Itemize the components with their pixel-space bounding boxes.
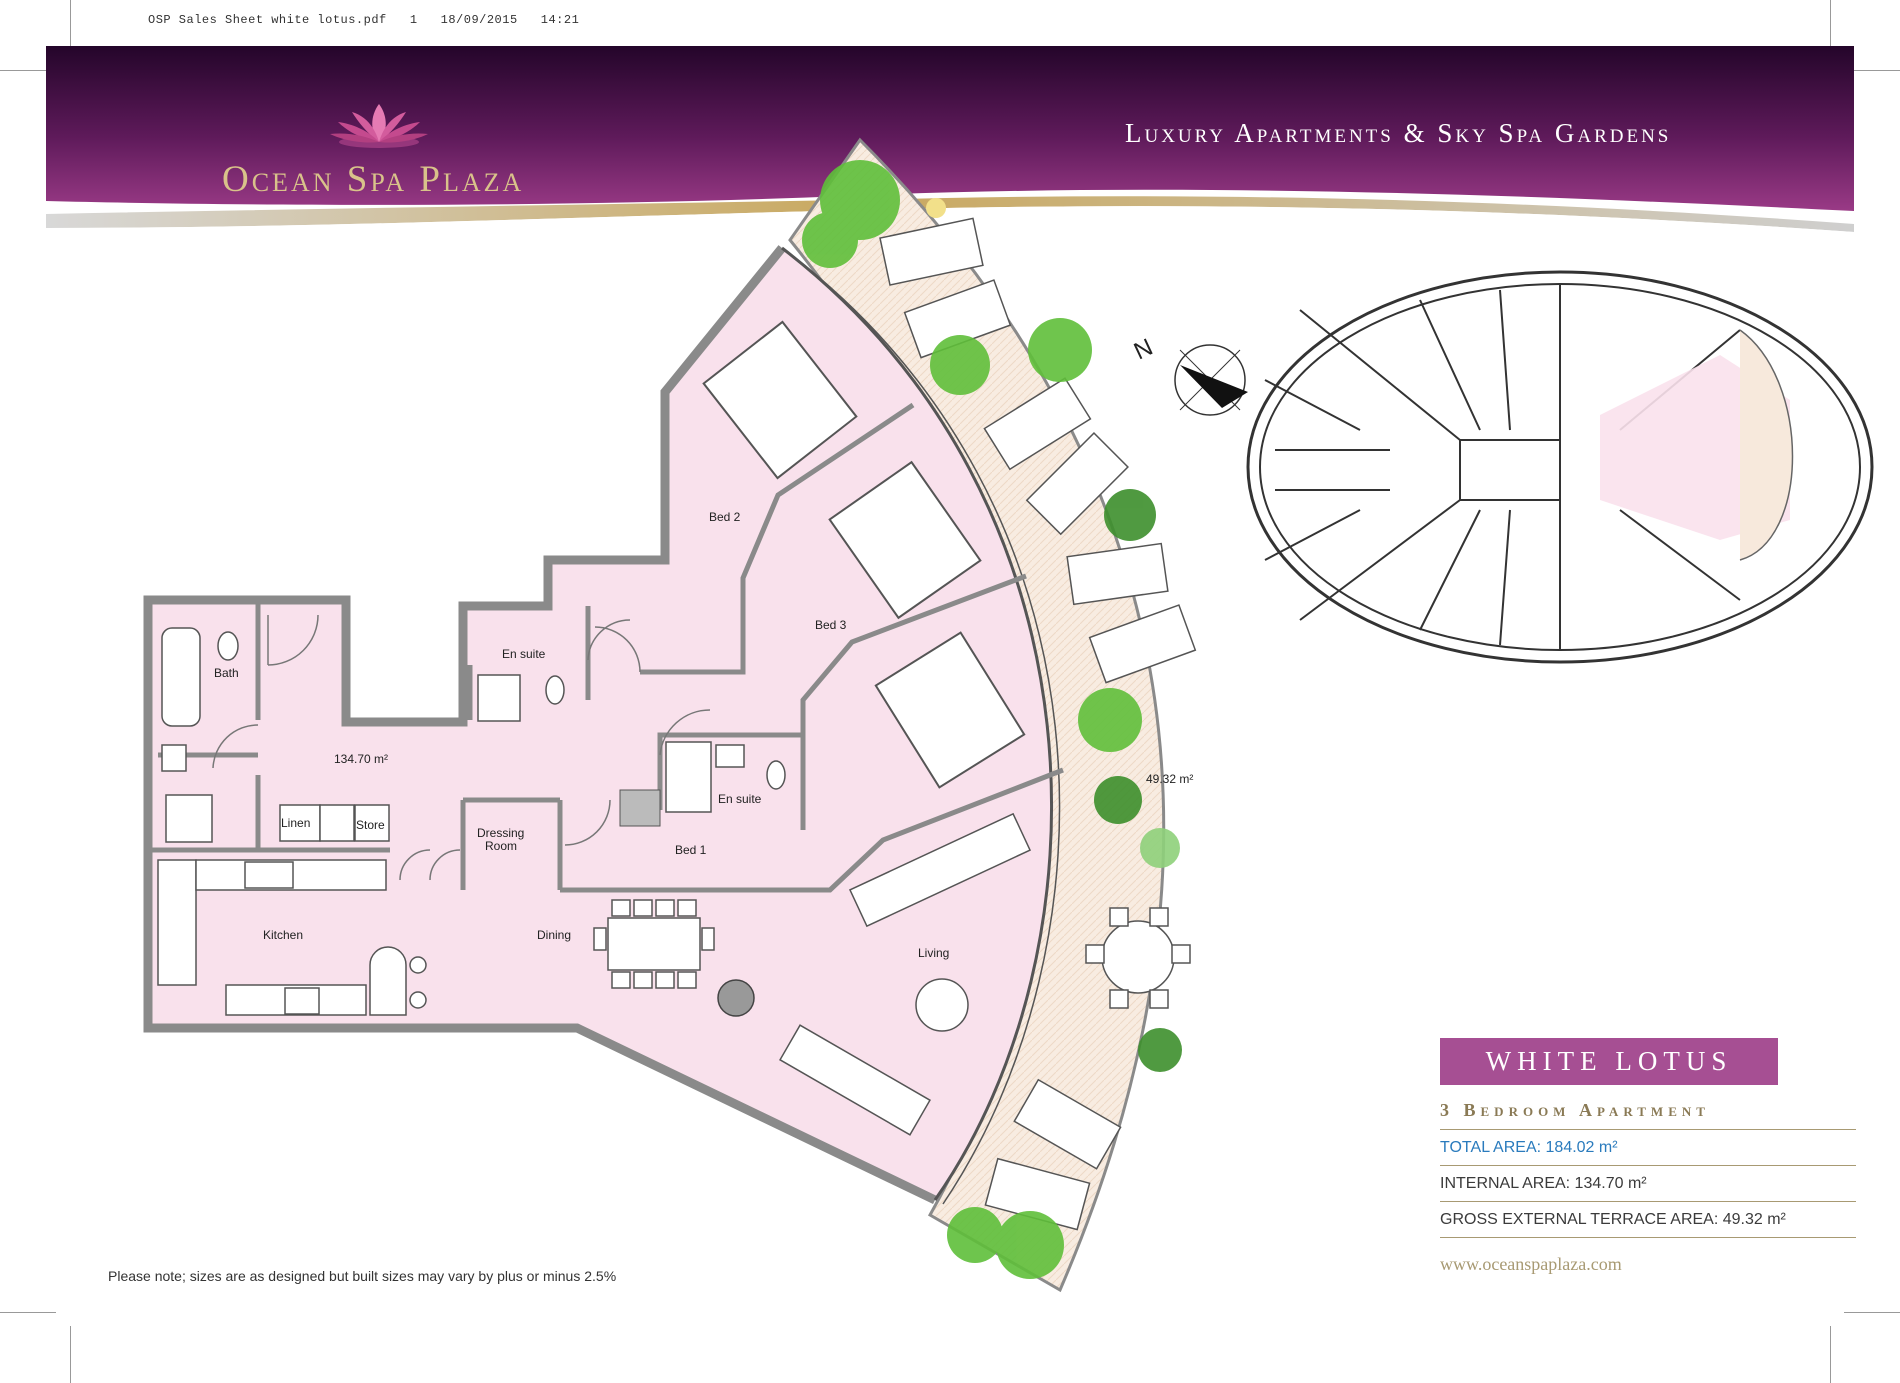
internal-area-label: 134.70 m² [334, 752, 389, 766]
crop-mark [1830, 1326, 1831, 1383]
room-label-store: Store [356, 818, 385, 832]
crop-mark [1830, 0, 1831, 56]
print-header: OSP Sales Sheet white lotus.pdf 1 18/09/… [148, 13, 580, 27]
room-label-kitchen: Kitchen [263, 928, 304, 942]
room-label-linen: Linen [281, 816, 311, 830]
internal-area: INTERNAL AREA: 134.70 m² [1440, 1175, 1647, 1192]
divider [1440, 1129, 1856, 1130]
size-disclaimer: Please note; sizes are as designed but b… [108, 1268, 617, 1284]
crop-mark [70, 0, 71, 56]
compass-icon [1174, 344, 1248, 416]
apartment-name: WHITE LOTUS [1440, 1038, 1778, 1085]
room-label-bed1: Bed 1 [675, 843, 707, 857]
room-label-dressing: Dressing [477, 826, 525, 840]
brand-tagline: Luxury Apartments & Sky Spa Gardens [1125, 118, 1672, 148]
divider [1440, 1165, 1856, 1166]
lotus-logo-icon [330, 104, 428, 148]
room-label-dressing-room: Room [485, 839, 518, 853]
crop-mark [70, 1326, 71, 1383]
glazing [781, 246, 1054, 1201]
crop-mark [0, 70, 56, 71]
terrace-area-label: 49.32 m² [1146, 772, 1194, 786]
total-area: TOTAL AREA: 184.02 m² [1440, 1139, 1618, 1156]
website-link[interactable]: www.oceanspaplaza.com [1440, 1254, 1622, 1274]
brand-title: Ocean Spa Plaza [222, 159, 525, 200]
room-label-bed3: Bed 3 [815, 618, 847, 632]
divider [1440, 1201, 1856, 1202]
apartment-info-panel: WHITE LOTUS 3 Bedroom Apartment TOTAL AR… [1440, 1038, 1856, 1275]
room-label-bed2: Bed 2 [709, 510, 741, 524]
terrace-area: GROSS EXTERNAL TERRACE AREA: 49.32 m² [1440, 1211, 1786, 1228]
room-label-bath: Bath [214, 666, 239, 680]
outer-wall [143, 245, 937, 1205]
room-label-dining: Dining [537, 928, 572, 942]
room-label-living: Living [918, 946, 950, 960]
room-label-en-suite-1: En suite [502, 647, 546, 661]
crop-mark [1844, 1312, 1900, 1313]
divider [1440, 1237, 1856, 1238]
apartment-subtitle: 3 Bedroom Apartment [1440, 1100, 1710, 1120]
crop-mark [0, 1312, 56, 1313]
room-label-en-suite-2: En suite [718, 792, 762, 806]
crop-mark [1844, 70, 1900, 71]
